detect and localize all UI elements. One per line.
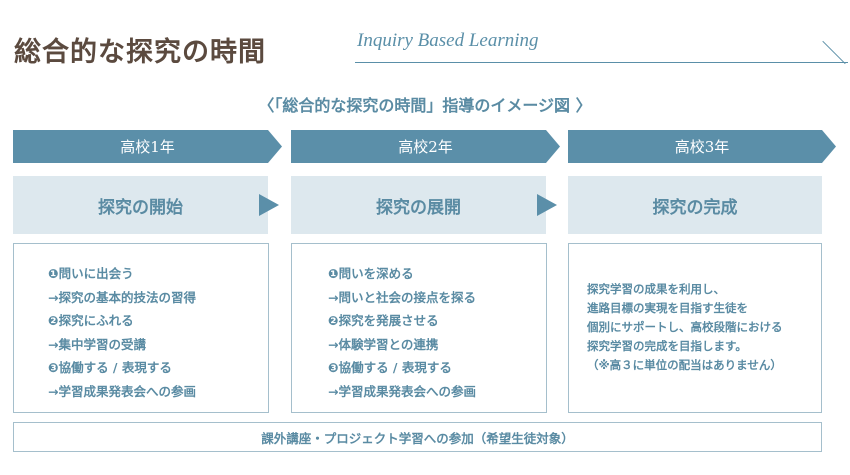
detail-line: →問いと社会の接点を探る [328,289,476,305]
stage-box-3: 探究の完成 [568,176,822,234]
detail-line: ❶問いに出会う [48,266,134,281]
page-subtitle: Inquiry Based Learning [357,30,539,51]
title-underline-tail [822,40,846,65]
year-banner-1: 高校1年 [13,130,282,163]
detail-line: →学習成果発表会への参画 [328,383,476,399]
year-banner-3: 高校3年 [568,130,836,163]
detail-line: ❷探究にふれる [48,313,134,328]
detail-line: ❸協働する / 表現する [328,360,452,375]
detail-line: →学習成果発表会への参画 [48,383,196,399]
detail-box-2: ❶問いを深める →問いと社会の接点を探る ❷探究を発展させる →体験学習との連携… [291,243,547,413]
detail-line: ❶問いを深める [328,266,414,281]
title-underline [355,62,848,63]
detail-line: （※高３に単位の配当はありません） [587,358,782,372]
detail-line: 探究学習の完成を目指します。 [587,339,747,353]
arrow-right-icon [259,194,279,216]
year-banner-2: 高校2年 [291,130,560,163]
detail-line: ❷探究を発展させる [328,313,439,328]
page-title: 総合的な探究の時間 [14,37,266,68]
stage-box-2: 探究の展開 [291,176,546,234]
detail-line: ❸協働する / 表現する [48,360,172,375]
detail-line: 進路目標の実現を目指す生徒を [587,301,748,315]
diagram-caption: 〈「総合的な探究の時間」指導のイメージ図 〉 [258,96,592,115]
detail-line: →探究の基本的技法の習得 [48,289,196,305]
arrow-right-icon [537,194,557,216]
detail-box-3: 探究学習の成果を利用し、 進路目標の実現を目指す生徒を 個別にサポートし、高校段… [568,243,822,413]
detail-box-1: ❶問いに出会う →探究の基本的技法の習得 ❷探究にふれる →集中学習の受講 ❸協… [13,243,269,413]
stage-box-1: 探究の開始 [13,176,268,234]
extracurricular-bar: 課外講座・プロジェクト学習への参加（希望生徒対象） [13,422,822,452]
detail-line: 個別にサポートし、高校段階における [587,320,783,334]
detail-line: 探究学習の成果を利用し、 [587,282,725,296]
detail-line: →集中学習の受講 [48,336,146,352]
detail-line: →体験学習との連携 [328,336,439,352]
